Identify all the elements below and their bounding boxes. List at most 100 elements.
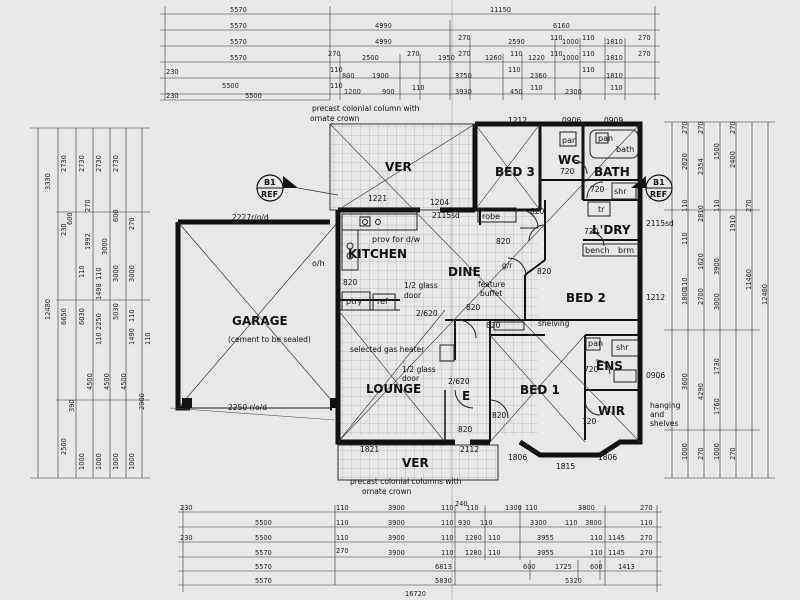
bath-label: bath <box>616 145 634 154</box>
trough-label: tr <box>598 205 605 214</box>
dim-label: 230 <box>60 223 68 236</box>
dim-label: 110 <box>336 519 349 527</box>
diagonal-guides <box>329 123 641 443</box>
dim-label: 3000 <box>112 265 120 282</box>
dim-label: 1810 <box>606 72 623 80</box>
dim-label: 270 <box>458 50 471 58</box>
dim-label: 110 <box>640 519 653 527</box>
door-width-label: 720 <box>590 185 605 194</box>
ref-ref-label: REF <box>261 190 278 199</box>
dim-label: 930 <box>458 519 471 527</box>
dim-label: 1300 <box>505 504 522 512</box>
dim-label: 1145 <box>608 549 625 557</box>
room-entry: E <box>462 389 470 403</box>
dim-label: 5570 <box>230 54 247 62</box>
glass-robe-label: g/r <box>502 261 513 270</box>
gas-heater-note: selected gas heater <box>350 345 425 354</box>
dim-label: 1000 <box>95 453 103 470</box>
dim-label: 270 <box>128 217 136 230</box>
shower-label: shr <box>614 187 627 196</box>
dim-label: 450 <box>510 88 523 96</box>
dim-label: 270 <box>638 34 651 42</box>
dim-label: 5570 <box>230 6 247 14</box>
dim-label: 110 <box>582 66 595 74</box>
dim-label: 12480 <box>44 299 52 320</box>
door-width-label: 2/620 <box>448 377 470 386</box>
room-wc: WC <box>558 153 580 167</box>
dim-label: 4290 <box>697 383 705 400</box>
room-bed1: BED 1 <box>520 383 560 397</box>
verandah-bottom <box>337 444 499 481</box>
window-label: 1212 <box>508 116 527 125</box>
dim-label: 5570 <box>255 563 272 571</box>
dim-label: 2400 <box>729 151 737 168</box>
window-label: 1806 <box>598 453 617 462</box>
dim-label: 230 <box>180 504 193 512</box>
dim-label: 1000 <box>562 38 579 46</box>
dim-label: 1900 <box>372 72 389 80</box>
dim-label: 270 <box>638 50 651 58</box>
dim-label: 6030 <box>78 308 86 325</box>
dim-label: 2300 <box>565 88 582 96</box>
dim-label: 3900 <box>388 519 405 527</box>
dim-label: 6160 <box>553 22 570 30</box>
window-label: 1821 <box>360 445 379 454</box>
section-ref-right: B1 REF <box>631 174 673 202</box>
dim-label: 3800 <box>585 519 602 527</box>
dim-label: 1725 <box>555 563 572 571</box>
glass-door-note: 1/2 glass <box>402 365 436 374</box>
room-kitchen: KITCHEN <box>348 247 407 261</box>
dim-label: 3000 <box>128 265 136 282</box>
dim-label: 1000 <box>128 453 136 470</box>
dim-label: 1260 <box>485 54 502 62</box>
pantry-label: ptry <box>346 297 363 306</box>
dim-label: 110 <box>550 50 563 58</box>
ref-b1-label: B1 <box>264 178 276 187</box>
dim-label: 3330 <box>44 173 52 190</box>
door-width-label: 720 <box>584 365 599 374</box>
door-width-label: 720 <box>560 167 575 176</box>
top-dimension-labels: 5570 11150 5570 4990 6160 5570 4990 270 … <box>166 6 651 100</box>
dim-label: 1490 <box>128 328 136 345</box>
dim-label: 1280 <box>465 534 482 542</box>
garage-note: (cement to be sealed) <box>228 335 311 344</box>
robe-label: robe <box>482 212 500 221</box>
dim-label: 110 <box>128 309 136 322</box>
room-verandah-bottom: VER <box>402 456 429 470</box>
dim-label: 110 <box>508 66 521 74</box>
dim-label: 1498 <box>95 283 103 300</box>
glass-door-note: door <box>402 374 420 383</box>
dim-label: 11460 <box>745 269 753 290</box>
dim-label: 3000 <box>101 238 109 255</box>
dim-label: 270 <box>697 447 705 460</box>
section-ref-left: B1 REF <box>256 174 339 202</box>
bench-label: bench <box>585 246 610 255</box>
dim-label: 110 <box>441 534 454 542</box>
dim-label: 110 <box>466 504 479 512</box>
dim-label: 110 <box>95 267 103 280</box>
dim-label: 5570 <box>255 577 272 585</box>
dim-label: 3300 <box>530 519 547 527</box>
column-note: precast colonial columns with <box>350 477 462 486</box>
dim-label: 6813 <box>435 563 452 571</box>
column-note: ornate crown <box>362 487 412 496</box>
room-verandah-top: VER <box>385 160 412 174</box>
dim-label: 110 <box>330 82 343 90</box>
dim-label: 110 <box>550 34 563 42</box>
dim-label: 3900 <box>388 504 405 512</box>
shelves-note: shelves <box>650 419 678 428</box>
dim-label: 230 <box>166 92 179 100</box>
dim-label: 270 <box>407 50 420 58</box>
dim-label: 2700 <box>697 288 705 305</box>
dim-label: 3000 <box>713 293 721 310</box>
room-laundry: L'DRY <box>592 223 631 237</box>
column-note: precast colonial column with <box>312 104 420 113</box>
window-label: 2112 <box>460 445 479 454</box>
dim-label: 3930 <box>455 88 472 96</box>
dim-label: 110 <box>488 549 501 557</box>
house-walls <box>335 121 643 458</box>
dim-label: 900 <box>382 88 395 96</box>
dim-label: 5500 <box>255 519 272 527</box>
dim-label: 5500 <box>245 92 262 100</box>
